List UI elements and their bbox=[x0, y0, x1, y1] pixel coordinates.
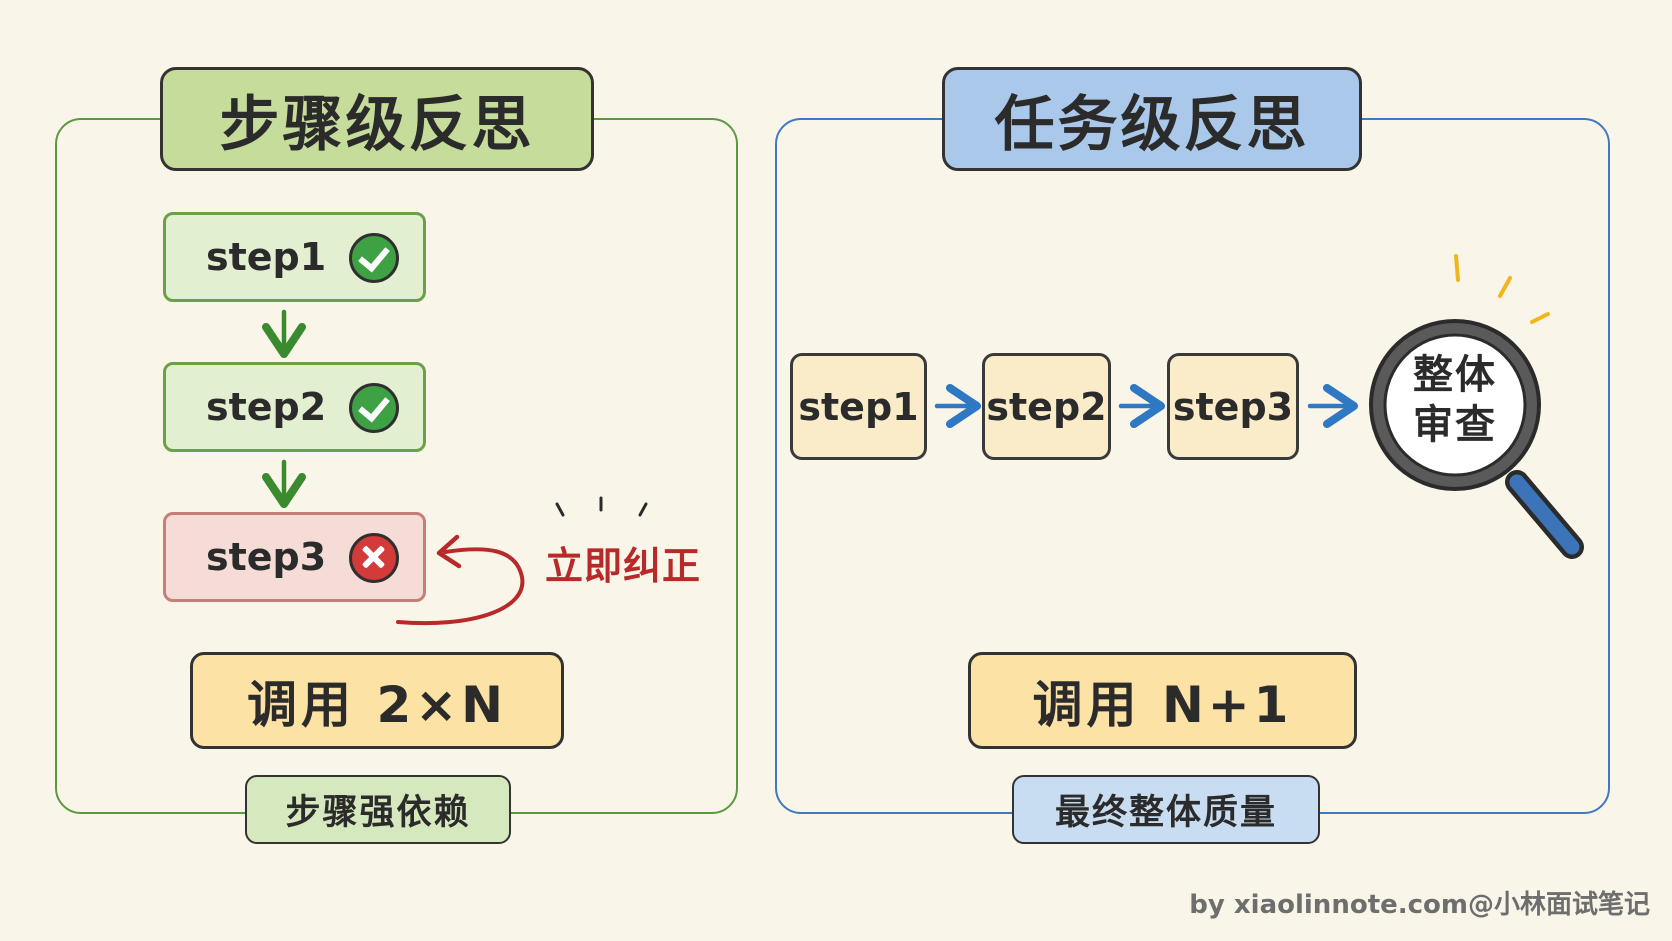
overall-review-line-2: 审查 bbox=[1413, 402, 1497, 448]
step-level-calls: 调用 2×N bbox=[190, 652, 564, 749]
task-level-title: 任务级反思 bbox=[942, 67, 1362, 171]
left-step-2-box: step2 bbox=[163, 362, 426, 452]
left-step-3-box: step3 bbox=[163, 512, 426, 602]
left-step-1-box: step1 bbox=[163, 212, 426, 302]
right-step-1-box: step1 bbox=[790, 353, 927, 460]
magnifier-icon bbox=[1369, 319, 1584, 559]
sparkle-icon bbox=[555, 496, 648, 517]
sparkle-icon bbox=[1454, 254, 1550, 324]
overall-review-line-1: 整体 bbox=[1413, 352, 1497, 398]
check-icon bbox=[349, 383, 399, 433]
task-level-tag: 最终整体质量 bbox=[1012, 775, 1320, 844]
right-step-3-box: step3 bbox=[1167, 353, 1299, 460]
cross-icon bbox=[349, 533, 399, 583]
overall-review-label: 整体 审查 bbox=[1395, 350, 1515, 460]
left-step-3-label: step3 bbox=[206, 535, 327, 579]
step-level-tag: 步骤强依赖 bbox=[245, 775, 511, 844]
left-step-1-label: step1 bbox=[206, 235, 327, 279]
correction-loop-arrow-icon bbox=[396, 534, 525, 626]
correction-label: 立即纠正 bbox=[545, 544, 702, 588]
right-step-2-box: step2 bbox=[982, 353, 1111, 460]
left-step-2-label: step2 bbox=[206, 385, 327, 429]
check-icon bbox=[349, 233, 399, 283]
credit-text: by xiaolinnote.com@小林面试笔记 bbox=[1189, 890, 1650, 920]
step-level-title: 步骤级反思 bbox=[160, 67, 594, 171]
task-level-calls: 调用 N+1 bbox=[968, 652, 1357, 749]
